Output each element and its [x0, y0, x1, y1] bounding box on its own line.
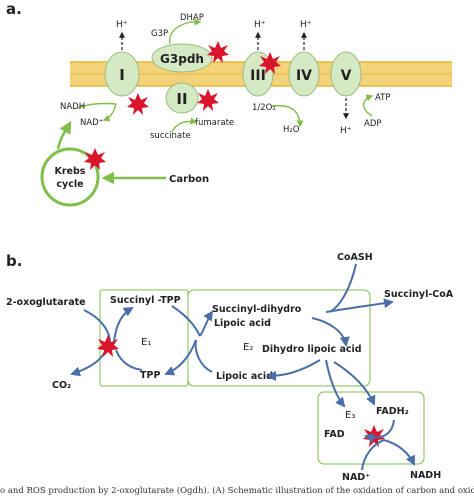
- tpp-to-succinyl-tpp-arrow: [113, 306, 134, 343]
- complex-iv-h-label: H⁺: [300, 20, 312, 30]
- complex-iv-label: IV: [296, 68, 312, 84]
- nadh-label-b: NADH: [410, 470, 441, 481]
- e3-label: E₃: [345, 410, 355, 421]
- coash-label: CoASH: [337, 252, 373, 263]
- ros-star-complex-ii: [197, 89, 219, 111]
- tpp-label: TPP: [140, 370, 160, 381]
- to-fadh2-arrow: [325, 359, 346, 408]
- lipoic-to-e1-line: [194, 339, 213, 373]
- nad-plus-label-a: NAD⁺: [80, 118, 103, 128]
- g3p-label: G3P: [151, 29, 168, 39]
- oxoglutarate-input-line: [83, 309, 111, 341]
- nadh-output-arrow: [383, 439, 415, 466]
- complex-iii-h-label: H⁺: [254, 20, 266, 30]
- complex-iii-label: III: [250, 68, 266, 84]
- complex-iv: [288, 51, 320, 97]
- complex-v-label: V: [341, 68, 352, 84]
- succinyl-tpp-label: Succinyl -TPP: [110, 295, 181, 306]
- panel-b-label: b.: [6, 252, 22, 270]
- fadh2-label: FADH₂: [376, 406, 409, 417]
- succinyl-dihydro-line2: Lipoic acid: [214, 318, 271, 329]
- carbon-label: Carbon: [169, 174, 209, 185]
- succinate-to-fumarate-arrow: [171, 117, 198, 133]
- panel-a-label: a.: [6, 0, 22, 18]
- oxoglutarate-label: 2-oxoglutarate: [6, 297, 86, 308]
- complex-i-h-label: H⁺: [116, 20, 128, 30]
- krebs-label-line2: cycle: [56, 179, 83, 190]
- figure-caption: o and ROS production by 2-oxoglutarate (…: [0, 486, 474, 496]
- adp-to-atp-arrow: [363, 94, 374, 117]
- g3pdh-label: G3pdh: [160, 52, 204, 66]
- complex-v-h-label: H⁺: [340, 126, 352, 136]
- nad-input-line: [361, 439, 385, 471]
- e1-label: E₁: [141, 337, 151, 348]
- lipoic-to-tpp-arrow: [164, 339, 197, 376]
- fadh2-to-fad-arrow: [364, 419, 395, 444]
- coash-input-line: [329, 263, 357, 313]
- e2-label: E₂: [243, 342, 253, 353]
- krebs-label-line1: Krebs: [55, 166, 86, 177]
- e3-box: [317, 391, 425, 465]
- adp-label: ADP: [364, 119, 382, 129]
- fumarate-label: fumarate: [195, 118, 234, 128]
- fad-label: FAD: [324, 429, 345, 440]
- to-dihydro-lipoic-arrow: [311, 317, 350, 347]
- complex-ii-label: II: [176, 90, 187, 108]
- nadh-to-nad-arrow: [102, 103, 117, 122]
- nadh-oxidation-line: [77, 102, 117, 109]
- dihydro-to-e3-arrow: [333, 361, 376, 406]
- dihydro-lipoic-label: Dihydro lipoic acid: [262, 344, 362, 355]
- lipoic-acid-label: Lipoic acid: [216, 371, 273, 382]
- complex-i-label: I: [119, 66, 125, 84]
- krebs-cycle: [40, 147, 100, 207]
- succinyl-coa-label: Succinyl-CoA: [384, 289, 454, 300]
- e1-to-e2-transfer-line: [171, 305, 201, 337]
- complex-ii: [165, 82, 199, 114]
- succinyl-dihydro-line1: Succinyl-dihydro: [212, 304, 302, 315]
- atp-label: ATP: [375, 93, 390, 103]
- dihydro-to-lipoic-arrow: [266, 359, 321, 381]
- krebs-to-nadh-arrow: [56, 120, 72, 150]
- complex-v: [330, 51, 362, 97]
- nad-plus-label-b: NAD⁺: [342, 472, 370, 483]
- g3pdh-enzyme: [151, 43, 213, 73]
- nadh-label-a: NADH: [60, 102, 85, 112]
- ros-star-complex-i: [127, 93, 149, 115]
- complex-i: [104, 51, 140, 97]
- dhap-label: DHAP: [180, 13, 204, 23]
- h2o-label: H₂O: [283, 125, 300, 135]
- e1-to-succinyl-dihydro-arrow: [199, 310, 214, 337]
- g3p-to-dhap-arrow: [168, 18, 202, 45]
- succinyl-coa-output-arrow: [325, 298, 394, 313]
- half-o2-label: 1/2O₂: [252, 103, 276, 113]
- tpp-return-line: [115, 349, 143, 371]
- e2-box: [187, 289, 371, 387]
- co2-label: CO₂: [52, 380, 71, 391]
- succinate-label: succinate: [150, 131, 191, 141]
- o2-to-h2o-arrow: [271, 104, 304, 128]
